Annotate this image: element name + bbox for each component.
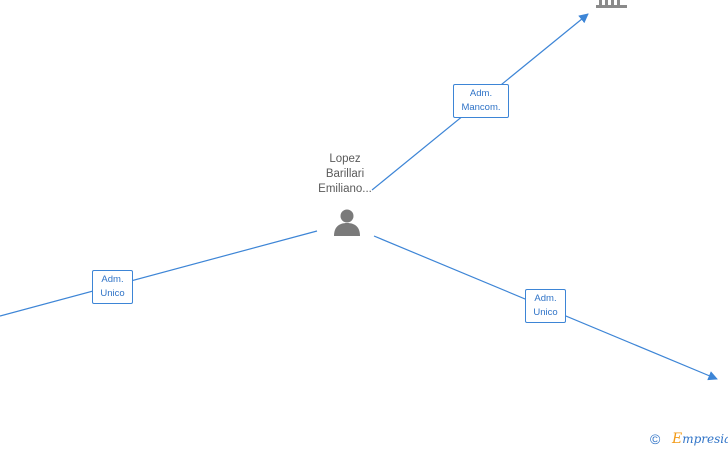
- edge-label-line-2: Unico: [100, 288, 125, 299]
- person-name-line-2: Barillari: [325, 168, 365, 180]
- edge-label-line-1: Adm.: [534, 293, 557, 304]
- edge-label-line-1: Adm.: [101, 274, 124, 285]
- copyright-icon: ©: [650, 431, 661, 447]
- person-name-line-3: Emiliano...: [318, 183, 372, 195]
- edge-label-line-2: Mancom.: [461, 102, 501, 113]
- brand-initial: E: [672, 431, 683, 447]
- edge-label-unico-left[interactable]: Adm. Unico: [92, 270, 133, 304]
- copyright-footer[interactable]: © Empresia: [650, 430, 728, 448]
- edge-line-unico-left: [0, 230, 318, 317]
- edge-label-line-1: Adm.: [469, 88, 493, 99]
- brand-name: mpresia: [682, 432, 728, 446]
- edge-label-unico-right[interactable]: Adm. Unico: [525, 289, 566, 323]
- person-icon[interactable]: [334, 209, 360, 237]
- building-icon[interactable]: [596, 0, 627, 8]
- person-name[interactable]: Lopez Barillari Emiliano...: [300, 152, 390, 197]
- edge-label-line-2: Unico: [533, 307, 558, 318]
- brand-logo: Empresia: [672, 430, 728, 448]
- person-name-line-1: Lopez: [329, 153, 361, 165]
- edge-label-mancom[interactable]: Adm. Mancom.: [453, 84, 509, 118]
